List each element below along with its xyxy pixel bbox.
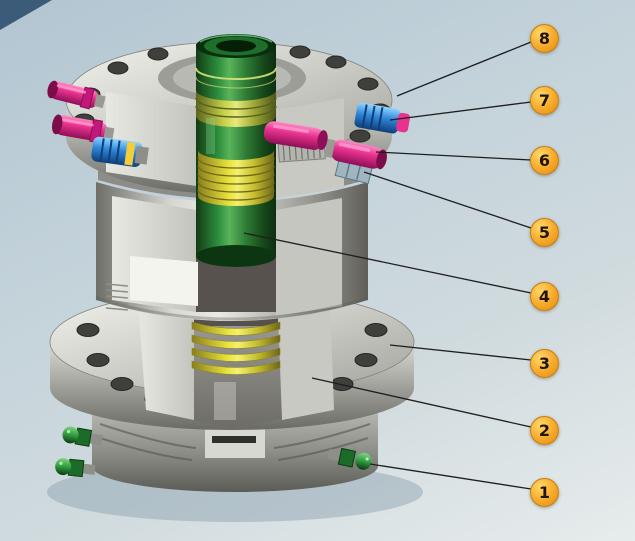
callout-6: 6	[530, 146, 559, 175]
leader-line-3	[389, 344, 532, 361]
callout-3: 3	[530, 349, 559, 378]
grease-fitting-left-2	[55, 458, 96, 478]
pink-plug-right-2	[323, 138, 387, 170]
bottom-flange	[49, 289, 415, 430]
leader-line-8	[396, 41, 532, 97]
body-cut-section-right	[276, 198, 342, 316]
pink-plug-right-1	[263, 121, 328, 151]
callout-1: 1	[530, 478, 559, 507]
grease-fitting-right	[327, 447, 372, 470]
leader-line-6	[375, 151, 532, 161]
valve-fitting-blue-left	[91, 136, 149, 167]
mandrel-top-face	[196, 34, 276, 58]
thread-detail	[105, 283, 129, 311]
callout-7: 7	[530, 86, 559, 115]
top-flange-cut-section-left	[106, 92, 196, 186]
casing-hanger-mandrel	[195, 34, 277, 267]
mandrel-thread-band	[198, 150, 274, 206]
leader-line-7	[389, 101, 532, 121]
leader-line-1	[369, 463, 532, 490]
leader-line-5	[363, 171, 532, 229]
seal-ring-stack	[191, 321, 281, 375]
callout-2: 2	[530, 416, 559, 445]
callout-5: 5	[530, 218, 559, 247]
grease-fitting-left-1	[62, 426, 103, 447]
callout-8: 8	[530, 24, 559, 53]
leader-line-4	[243, 232, 532, 294]
outlet-bore-window	[130, 256, 198, 306]
bottom-flange-cutaway	[138, 300, 334, 428]
callout-4: 4	[530, 282, 559, 311]
leader-line-2	[311, 377, 532, 428]
leader-lines	[243, 41, 532, 490]
pink-plug-left-1	[47, 80, 106, 110]
page-corner-shade	[0, 0, 52, 30]
